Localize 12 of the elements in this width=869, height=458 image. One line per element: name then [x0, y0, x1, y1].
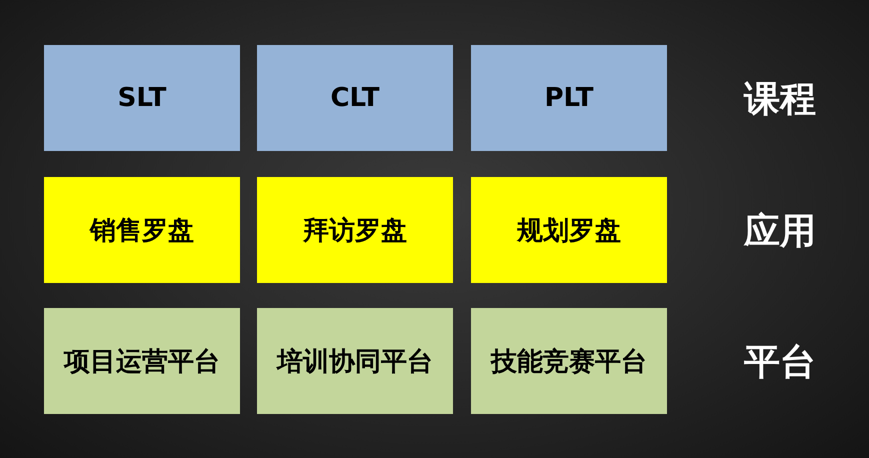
platform-box: 技能竞赛平台 — [471, 308, 667, 414]
row-label: 课程 — [744, 78, 816, 122]
course-box: SLT — [44, 45, 240, 151]
course-box: PLT — [471, 45, 667, 151]
application-box: 拜访罗盘 — [257, 177, 453, 283]
course-box: CLT — [257, 45, 453, 151]
row-label: 平台 — [744, 341, 816, 385]
row-label: 应用 — [744, 210, 816, 254]
application-box: 销售罗盘 — [44, 177, 240, 283]
platform-box: 项目运营平台 — [44, 308, 240, 414]
platform-box: 培训协同平台 — [257, 308, 453, 414]
application-box: 规划罗盘 — [471, 177, 667, 283]
